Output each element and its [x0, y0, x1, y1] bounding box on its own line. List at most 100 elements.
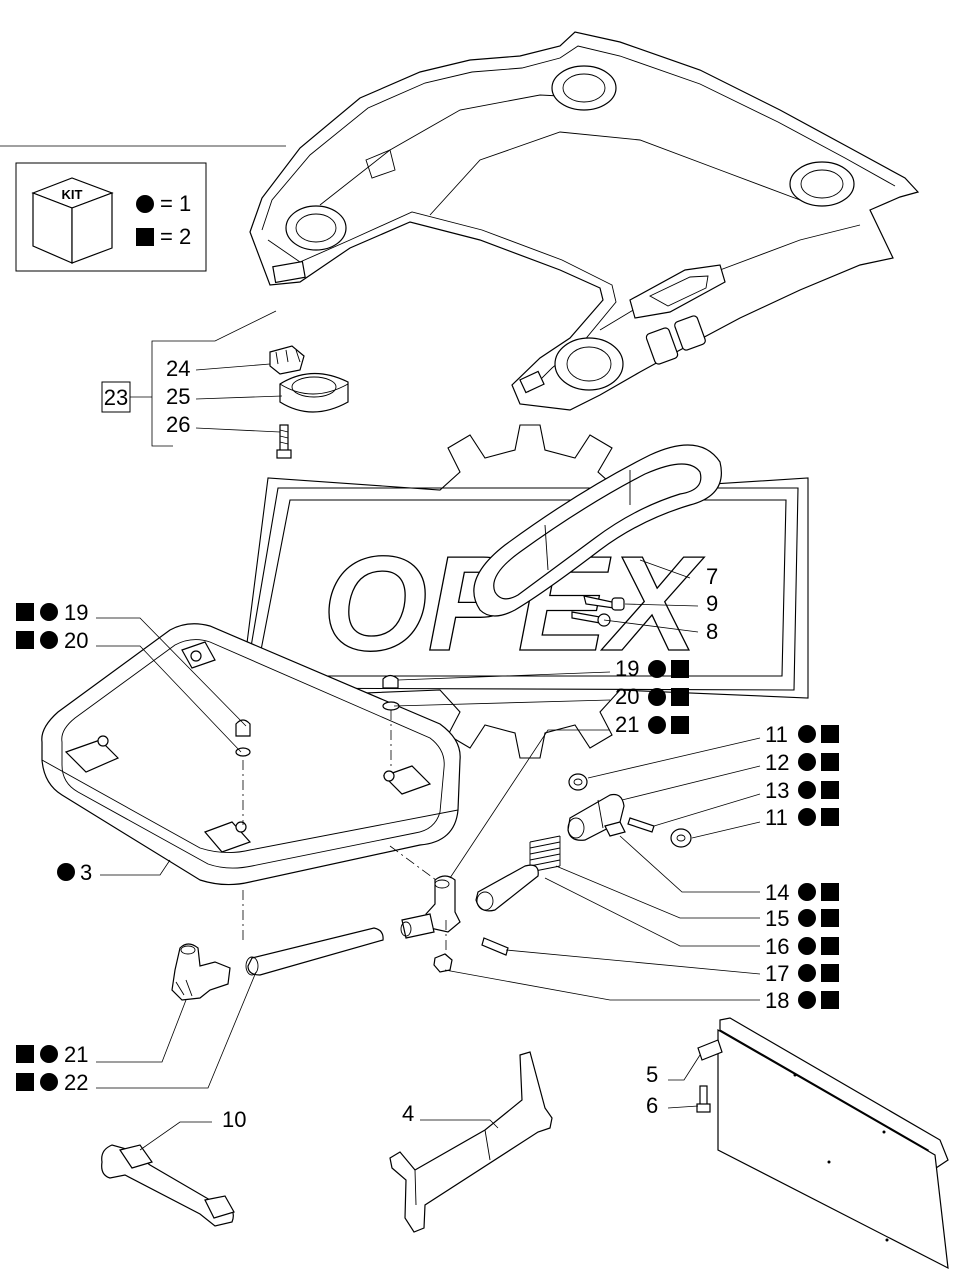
hatch-corner-pad-right	[382, 765, 432, 795]
circle-symbol-icon	[136, 195, 154, 213]
square-symbol-icon	[821, 808, 839, 826]
part-11-bushing-lower	[670, 828, 692, 848]
callout-21-right: 21	[615, 712, 639, 737]
part-4-bracket	[389, 1051, 553, 1233]
square-symbol-icon	[671, 660, 689, 678]
part-3-sunroof-hatch	[41, 623, 461, 886]
part-19-stud-right	[382, 674, 400, 711]
part-15-cap	[475, 864, 539, 912]
speaker-ring-front	[554, 337, 624, 391]
callout-19-left: 19	[64, 600, 88, 625]
callout-4: 4	[402, 1101, 414, 1126]
square-symbol-icon	[671, 688, 689, 706]
kit-legend: KIT = 1 = 2	[15, 162, 207, 272]
square-symbol-icon	[136, 228, 154, 246]
callout-19-right: 19	[615, 656, 639, 681]
callout-5: 5	[646, 1062, 658, 1087]
square-symbol-icon	[821, 753, 839, 771]
callout-17: 17	[765, 961, 789, 986]
callout-13: 13	[765, 778, 789, 803]
circle-symbol-icon	[798, 753, 816, 771]
square-symbol-icon	[821, 781, 839, 799]
square-symbol-icon	[16, 603, 34, 621]
part-18-nut	[433, 953, 453, 973]
callout-7: 7	[706, 564, 718, 589]
part-26-screw	[276, 424, 292, 459]
callout-11-lower: 11	[765, 805, 788, 830]
part-13-pin	[627, 817, 655, 833]
kit-label: KIT	[62, 187, 83, 202]
hatch-corner-pad-left	[64, 739, 120, 773]
assembly-lines	[242, 710, 447, 955]
callout-14: 14	[765, 880, 789, 905]
square-symbol-icon	[821, 991, 839, 1009]
callout-8: 8	[706, 619, 718, 644]
square-symbol-icon	[821, 964, 839, 982]
part-8-screw	[571, 611, 611, 627]
circle-symbol-icon	[798, 883, 816, 901]
gas-strut-cylinder	[245, 927, 384, 976]
headliner-panel	[249, 31, 920, 411]
callout-26: 26	[166, 412, 190, 437]
circle-symbol-icon	[798, 781, 816, 799]
group-23-label: 23	[104, 385, 128, 410]
kit-legend-frame	[15, 162, 207, 272]
circle-symbol-icon	[798, 964, 816, 982]
speaker-ring-top	[551, 65, 617, 111]
square-symbol-icon	[671, 716, 689, 734]
callout-9: 9	[706, 591, 718, 616]
speaker-ring-left	[285, 205, 347, 251]
circle-symbol-icon	[648, 716, 666, 734]
speaker-ring-right	[789, 161, 855, 207]
part-6-screw	[696, 1085, 711, 1113]
circle-symbol-icon	[648, 660, 666, 678]
square-symbol-icon	[16, 1073, 34, 1091]
callout-10: 10	[222, 1107, 246, 1132]
callout-22: 22	[64, 1070, 88, 1095]
group-23-bracket: 23	[101, 310, 277, 447]
callout-20-right: 20	[615, 684, 639, 709]
circle-symbol-icon	[40, 1073, 58, 1091]
square-symbol-icon	[821, 725, 839, 743]
circle-symbol-icon	[40, 631, 58, 649]
callout-21-left: 21	[64, 1042, 88, 1067]
square-symbol-icon	[16, 631, 34, 649]
callout-24: 24	[166, 356, 190, 381]
part-24-clip	[269, 345, 305, 375]
square-symbol-icon	[16, 1045, 34, 1063]
circle-symbol-icon	[798, 909, 816, 927]
callout-11-upper: 11	[765, 722, 788, 747]
part-25-speaker-gasket	[279, 372, 349, 413]
part-9-screw	[583, 595, 625, 611]
part-7-grab-handle	[473, 444, 722, 617]
part-10-handle	[101, 1144, 235, 1227]
part-21-joint-upper	[400, 875, 461, 939]
part-11-bushing-upper	[568, 773, 588, 791]
legend-circle-text: = 1	[160, 191, 191, 216]
callout-15: 15	[765, 906, 789, 931]
leader-lines	[96, 363, 761, 1151]
legend-square-text: = 2	[160, 224, 191, 249]
circle-symbol-icon	[798, 991, 816, 1009]
callout-6: 6	[646, 1093, 658, 1118]
circle-symbol-icon	[648, 688, 666, 706]
square-symbol-icon	[821, 937, 839, 955]
callout-25: 25	[166, 384, 190, 409]
circle-symbol-icon	[798, 725, 816, 743]
part-17-pin	[481, 937, 509, 956]
callout-18: 18	[765, 988, 789, 1013]
part-21-joint-lower	[171, 943, 231, 1001]
part-5-sun-visor-plate	[697, 1017, 949, 1270]
square-symbol-icon	[821, 883, 839, 901]
callout-12: 12	[765, 750, 789, 775]
part-14-block	[604, 821, 626, 837]
callout-16: 16	[765, 934, 789, 959]
callout-20-left: 20	[64, 628, 88, 653]
circle-symbol-icon	[798, 808, 816, 826]
callouts: 24 25 26 7 9 8 19 20 19 20 21 11 12 13 1…	[16, 356, 839, 1132]
circle-symbol-icon	[40, 1045, 58, 1063]
circle-symbol-icon	[40, 603, 58, 621]
circle-symbol-icon	[57, 863, 75, 881]
callout-3: 3	[80, 860, 92, 885]
